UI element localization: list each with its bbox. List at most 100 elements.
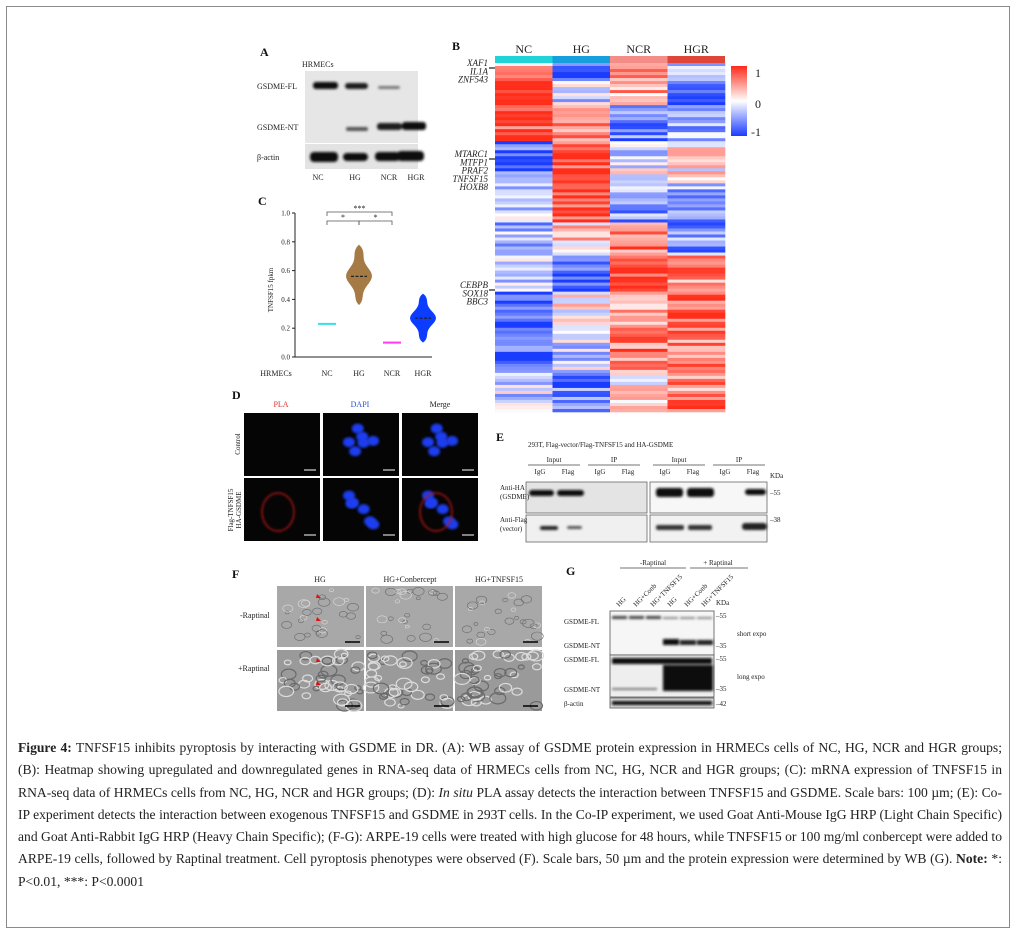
- heatmap-cell: [495, 360, 553, 365]
- heatmap-cell: [552, 297, 611, 301]
- heatmap-cell: [610, 195, 668, 199]
- heatmap-cell: [552, 396, 611, 401]
- heatmap-cell: [552, 318, 611, 323]
- lane-label: Flag: [747, 468, 760, 476]
- heatmap-cell: [667, 270, 726, 274]
- heatmap-cell: [552, 279, 611, 283]
- cell: [315, 629, 328, 638]
- heatmap-cell: [610, 390, 668, 395]
- heatmap-cell: [667, 336, 726, 341]
- channel-label-pla: PLA: [273, 400, 288, 409]
- heatmap-cell: [610, 84, 668, 88]
- heatmap-cell: [667, 174, 726, 178]
- heatmap-cell: [610, 282, 668, 286]
- heatmap-cell: [610, 219, 668, 223]
- gene-label: HOXB8: [459, 182, 489, 192]
- arrow-marker: [316, 617, 321, 621]
- marker: –42: [715, 700, 727, 708]
- cell: [420, 665, 434, 675]
- heatmap-cell: [495, 201, 553, 205]
- row-label-anti-flag: Anti-Flag: [500, 516, 528, 524]
- heatmap-cell: [667, 201, 726, 205]
- heatmap-cell: [667, 210, 726, 214]
- lane-label: Flag: [622, 468, 635, 476]
- channel-label-dapi: DAPI: [351, 400, 370, 409]
- heatmap-cell: [552, 408, 611, 413]
- heatmap-cell: [552, 141, 611, 145]
- heatmap-cell: [495, 129, 553, 133]
- heatmap-cell: [610, 78, 668, 82]
- heatmap-cell: [495, 150, 553, 154]
- heatmap-cell: [610, 381, 668, 386]
- cell: [355, 635, 361, 639]
- colorbar: [731, 66, 747, 136]
- heatmap-cell: [610, 300, 668, 304]
- cell: [531, 663, 542, 671]
- heatmap-cell: [667, 318, 726, 323]
- heatmap-cell: [667, 78, 726, 82]
- heatmap-cell: [610, 240, 668, 244]
- heatmap-cell: [667, 126, 726, 130]
- heatmap-cell: [610, 399, 668, 404]
- heatmap-cell: [495, 132, 553, 136]
- cell: [498, 682, 513, 693]
- heatmap-cell: [667, 363, 726, 368]
- heatmap-cell: [667, 63, 726, 67]
- cell: [302, 674, 314, 683]
- panel-f-phase-contrast: F HG HG+Conbercept HG+TNFSF15 -Raptinal …: [232, 567, 545, 712]
- heatmap-cell: [552, 183, 611, 187]
- x-tick-label: HGR: [415, 369, 433, 378]
- heatmap-cell: [552, 219, 611, 223]
- heatmap-cell: [610, 63, 668, 67]
- heatmap-cell: [495, 312, 553, 317]
- heatmap-cell: [610, 396, 668, 401]
- cell: [376, 615, 388, 624]
- cell: [419, 632, 432, 642]
- heatmap-cell: [610, 153, 668, 157]
- cell: [428, 590, 435, 595]
- heatmap-cell: [495, 222, 553, 226]
- nucleus: [367, 519, 380, 530]
- heatmap-cell: [552, 216, 611, 220]
- arrow-marker: [316, 681, 321, 685]
- heatmap-cell: [667, 261, 726, 265]
- heatmap-cell: [667, 228, 726, 232]
- heatmap-cell: [667, 195, 726, 199]
- lane-label: IgG: [535, 468, 546, 476]
- nucleus: [367, 435, 380, 446]
- panel-label-f: F: [232, 567, 239, 581]
- heatmap-cell: [495, 69, 553, 73]
- heatmap-cell: [667, 324, 726, 329]
- cell: [427, 659, 441, 669]
- heatmap-cell: [552, 192, 611, 196]
- heatmap-cell: [610, 393, 668, 398]
- heatmap-cell: [495, 303, 553, 307]
- heatmap-cell: [610, 318, 668, 323]
- row-label-minus-raptinal: -Raptinal: [240, 611, 271, 620]
- heatmap-cell: [495, 141, 553, 145]
- heatmap-cell: [610, 351, 668, 356]
- cell: [527, 649, 545, 662]
- heatmap-cell: [552, 93, 611, 97]
- heatmap-cell: [495, 318, 553, 323]
- heatmap-cell: [667, 396, 726, 401]
- panel-label-d: D: [232, 388, 241, 402]
- band: [345, 83, 368, 89]
- group-label-plus-raptinal: + Raptinal: [703, 559, 732, 567]
- heatmap-cell: [610, 150, 668, 154]
- cell: [402, 619, 408, 624]
- heatmap-cell: [610, 267, 668, 271]
- heatmap-cell: [667, 123, 726, 127]
- heatmap-cell: [610, 303, 668, 307]
- heatmap-cell: [667, 96, 726, 100]
- violin-hg: [346, 244, 372, 306]
- row-label: GSDME-FL: [564, 618, 599, 626]
- heatmap-cell: [495, 81, 553, 85]
- heatmap-cell: [667, 81, 726, 85]
- heatmap-cell: [495, 282, 553, 286]
- heatmap-cell: [552, 165, 611, 169]
- gene-label: BBC3: [467, 297, 489, 307]
- nucleus: [346, 497, 359, 508]
- cell: [351, 661, 366, 672]
- heatmap-cell: [552, 135, 611, 139]
